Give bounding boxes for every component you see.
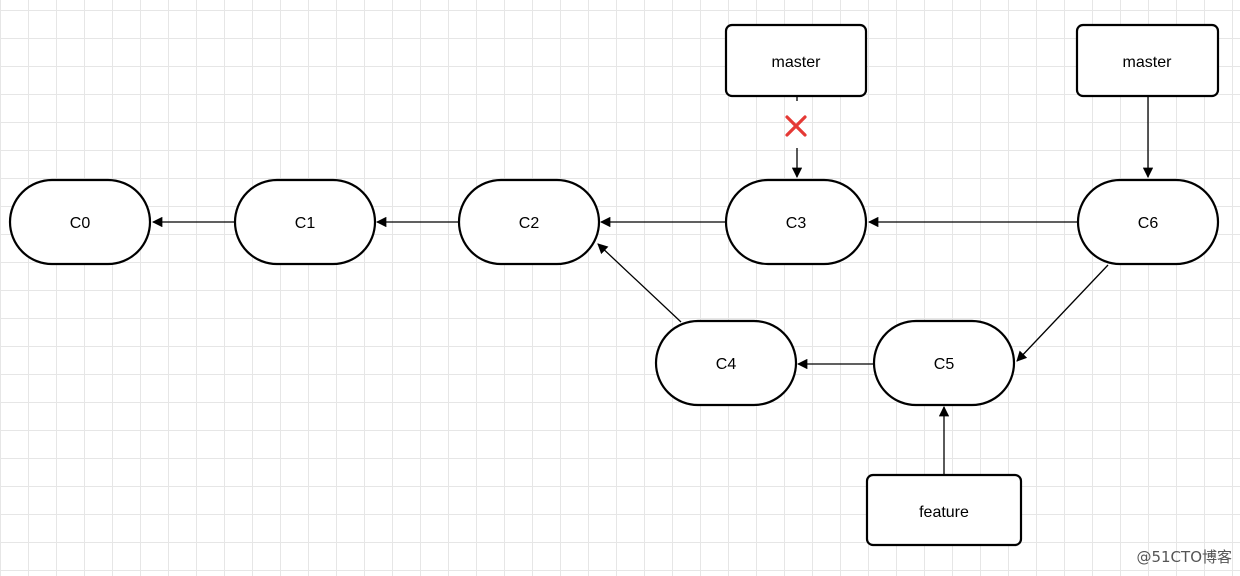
commit-label: C5 bbox=[934, 356, 955, 373]
commit-node-c3: C3 bbox=[724, 178, 868, 266]
commit-label: C1 bbox=[295, 215, 316, 232]
commit-label: C6 bbox=[1138, 215, 1159, 232]
edge-c6-c5 bbox=[1016, 264, 1109, 362]
edge-c4-c2 bbox=[597, 243, 682, 323]
branch-master-old: master bbox=[724, 23, 868, 98]
branch-master-new: master bbox=[1075, 23, 1220, 98]
branch-label: feature bbox=[919, 504, 969, 521]
commit-node-c4: C4 bbox=[654, 319, 798, 407]
branch-feature: feature bbox=[865, 473, 1023, 547]
commit-node-c6: C6 bbox=[1076, 178, 1220, 266]
commit-node-c2: C2 bbox=[457, 178, 601, 266]
watermark: @51CTO博客 bbox=[1136, 548, 1232, 566]
commit-node-c5: C5 bbox=[872, 319, 1016, 407]
cross-icon bbox=[785, 115, 807, 137]
edges bbox=[151, 97, 1154, 474]
commit-label: C2 bbox=[519, 215, 540, 232]
commit-node-c1: C1 bbox=[233, 178, 377, 266]
commit-label: C4 bbox=[716, 356, 737, 373]
commit-label: C3 bbox=[786, 215, 807, 232]
commit-node-c0: C0 bbox=[8, 178, 152, 266]
commit-label: C0 bbox=[70, 215, 91, 232]
branch-label: master bbox=[772, 54, 822, 71]
branch-label: master bbox=[1123, 54, 1173, 71]
commit-nodes: C0 C1 C2 C3 C4 C5 C6 bbox=[8, 178, 1220, 407]
branch-pointers: master master feature bbox=[724, 23, 1220, 547]
